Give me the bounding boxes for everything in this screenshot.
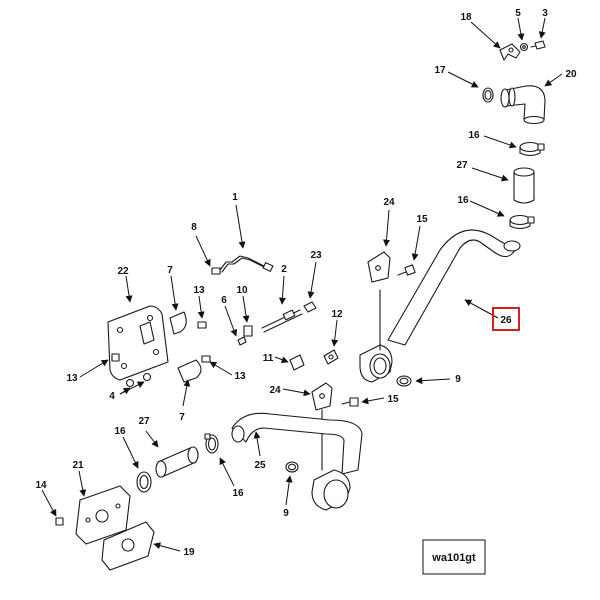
bolt-part-13-b xyxy=(111,353,120,362)
hose-clamp-part-16-upper xyxy=(519,141,545,157)
callout-27: 27 xyxy=(456,160,468,171)
callout-11: 11 xyxy=(263,353,274,364)
clip-part-11 xyxy=(289,354,305,371)
elbow-fitting-part-23 xyxy=(303,301,317,313)
callout-27: 27 xyxy=(138,416,150,427)
line-part-2 xyxy=(261,309,303,333)
callout-8: 8 xyxy=(191,222,197,233)
callout-15: 15 xyxy=(387,394,399,405)
callout-12: 12 xyxy=(331,309,343,320)
leader-lines xyxy=(41,17,563,552)
figure-code-box: wa101gt xyxy=(422,539,486,575)
callout-26: 26 xyxy=(500,315,512,326)
callout-7: 7 xyxy=(167,265,173,276)
screw-part-14 xyxy=(55,517,64,526)
callout-9: 9 xyxy=(455,374,461,385)
bracket-part-24-upper xyxy=(367,251,391,351)
callout-22: 22 xyxy=(117,266,129,277)
callout-9: 9 xyxy=(283,508,289,519)
gasket-part-19 xyxy=(101,521,155,571)
highlighted-callout-26[interactable]: 26 xyxy=(492,307,520,331)
callout-21: 21 xyxy=(72,460,84,471)
tube-fitting-upper xyxy=(359,344,393,383)
clip-part-12 xyxy=(323,349,339,365)
tube-part-26 xyxy=(387,229,521,346)
callout-17: 17 xyxy=(434,65,446,76)
bolt-part-13-a xyxy=(197,321,207,329)
callout-13: 13 xyxy=(66,373,78,384)
mounting-plate-part-22 xyxy=(107,305,169,381)
callout-4: 4 xyxy=(109,391,115,402)
callout-24: 24 xyxy=(269,385,281,396)
washer-part-5 xyxy=(519,42,529,52)
callout-24: 24 xyxy=(383,197,395,208)
callout-15: 15 xyxy=(416,214,428,225)
fitting-part-10 xyxy=(243,325,253,337)
callout-6: 6 xyxy=(221,295,227,306)
callout-1: 1 xyxy=(232,192,238,203)
hose-clamp-part-16-lower-left xyxy=(136,471,152,493)
callout-16: 16 xyxy=(232,488,244,499)
callout-14: 14 xyxy=(35,480,47,491)
callout-20: 20 xyxy=(565,69,577,80)
figure-code: wa101gt xyxy=(431,552,476,564)
callout-23: 23 xyxy=(310,250,322,261)
screw-part-3 xyxy=(530,40,546,50)
hose-clamp-part-16-lower-right xyxy=(204,433,219,454)
bolt-part-15-upper xyxy=(397,264,416,276)
callout-16: 16 xyxy=(114,426,126,437)
nut-part-4 xyxy=(125,372,152,388)
hose-part-27-upper xyxy=(513,167,535,204)
clamp-part-7-upper xyxy=(169,311,187,335)
callout-10: 10 xyxy=(236,285,248,296)
elbow-part-20 xyxy=(500,85,546,125)
clamp-part-7-lower xyxy=(177,359,202,383)
bolt-part-15-lower xyxy=(341,397,359,407)
hose-part-27-lower xyxy=(155,446,199,478)
callout-3: 3 xyxy=(542,8,548,19)
bracket-part-18 xyxy=(499,43,521,61)
o-ring-part-9-lower xyxy=(285,461,299,473)
callout-2: 2 xyxy=(281,264,287,275)
callout-16: 16 xyxy=(457,195,469,206)
callout-13: 13 xyxy=(193,285,205,296)
tube-fitting-lower xyxy=(311,469,351,511)
callout-7: 7 xyxy=(179,412,185,423)
bolt-part-13-c xyxy=(201,355,211,363)
o-ring-part-9-upper xyxy=(396,375,412,387)
callout-18: 18 xyxy=(460,12,472,23)
callout-25: 25 xyxy=(254,460,266,471)
o-ring-part-17 xyxy=(482,87,494,103)
callout-5: 5 xyxy=(515,8,521,19)
callout-19: 19 xyxy=(183,547,195,558)
fitting-part-6 xyxy=(237,336,247,346)
callout-labels: 18 5 3 17 20 16 27 16 24 15 1 8 2 23 22 … xyxy=(35,8,577,558)
hose-line-part-1 xyxy=(219,255,274,273)
hose-clamp-part-16-middle xyxy=(509,214,535,230)
callout-13: 13 xyxy=(234,371,246,382)
fitting-part-8 xyxy=(211,267,221,275)
callout-16: 16 xyxy=(468,130,480,141)
